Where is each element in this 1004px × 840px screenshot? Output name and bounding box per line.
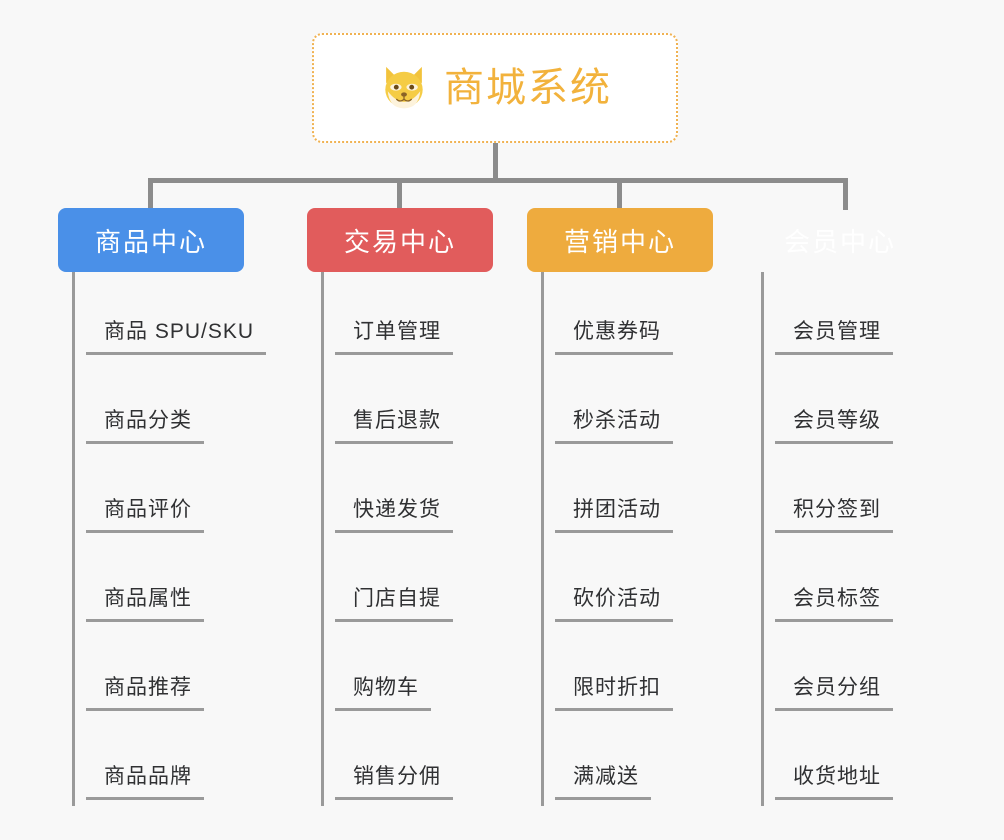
connector-bus-bar bbox=[148, 178, 848, 183]
list-item[interactable]: 门店自提 bbox=[321, 539, 493, 628]
list-item[interactable]: 优惠券码 bbox=[541, 272, 713, 361]
leaf-label: 拼团活动 bbox=[555, 493, 673, 533]
leaf-list-marketing-center: 优惠券码 秒杀活动 拼团活动 砍价活动 限时折扣 满减送 bbox=[527, 272, 713, 806]
leaf-label: 订单管理 bbox=[335, 315, 453, 355]
list-item[interactable]: 销售分佣 bbox=[321, 717, 493, 806]
list-item[interactable]: 满减送 bbox=[541, 717, 713, 806]
leaf-label: 会员标签 bbox=[775, 582, 893, 622]
leaf-label: 售后退款 bbox=[335, 404, 453, 444]
leaf-label: 商品属性 bbox=[86, 582, 204, 622]
list-item[interactable]: 拼团活动 bbox=[541, 450, 713, 539]
root-title: 商城系统 bbox=[444, 66, 612, 110]
branch-header-product-center[interactable]: 商品中心 bbox=[58, 208, 244, 272]
list-item[interactable]: 商品推荐 bbox=[72, 628, 266, 717]
connector-drop-1 bbox=[148, 178, 153, 210]
list-item[interactable]: 商品分类 bbox=[72, 361, 266, 450]
branch-header-trade-center[interactable]: 交易中心 bbox=[307, 208, 493, 272]
leaf-label: 购物车 bbox=[335, 671, 431, 711]
leaf-label: 商品品牌 bbox=[86, 760, 204, 800]
branch-header-member-center[interactable]: 会员中心 bbox=[783, 226, 896, 257]
list-item[interactable]: 商品属性 bbox=[72, 539, 266, 628]
leaf-label: 限时折扣 bbox=[555, 671, 673, 711]
list-item[interactable]: 收货地址 bbox=[761, 717, 933, 806]
list-item[interactable]: 限时折扣 bbox=[541, 628, 713, 717]
shiba-dog-icon bbox=[385, 66, 423, 110]
leaf-label: 商品评价 bbox=[86, 493, 204, 533]
list-item[interactable]: 快递发货 bbox=[321, 450, 493, 539]
list-item[interactable]: 会员标签 bbox=[761, 539, 933, 628]
list-item[interactable]: 商品评价 bbox=[72, 450, 266, 539]
branch-member-center: 会员中心 会员管理 会员等级 积分签到 会员标签 会员分组 收货地址 bbox=[747, 208, 933, 806]
list-item[interactable]: 会员分组 bbox=[761, 628, 933, 717]
leaf-trunk-line bbox=[72, 272, 75, 806]
list-item[interactable]: 购物车 bbox=[321, 628, 493, 717]
list-item[interactable]: 订单管理 bbox=[321, 272, 493, 361]
leaf-label: 商品 SPU/SKU bbox=[86, 315, 267, 355]
list-item[interactable]: 会员等级 bbox=[761, 361, 933, 450]
list-item[interactable]: 商品 SPU/SKU bbox=[72, 272, 267, 361]
leaf-label: 满减送 bbox=[555, 760, 651, 800]
leaf-label: 秒杀活动 bbox=[555, 404, 673, 444]
leaf-label: 收货地址 bbox=[775, 760, 893, 800]
list-item[interactable]: 会员管理 bbox=[761, 272, 933, 361]
leaf-trunk-line bbox=[541, 272, 544, 806]
leaf-list-product-center: 商品 SPU/SKU 商品分类 商品评价 商品属性 商品推荐 商品品牌 bbox=[58, 272, 267, 806]
list-item[interactable]: 秒杀活动 bbox=[541, 361, 713, 450]
leaf-label: 商品推荐 bbox=[86, 671, 204, 711]
branch-trade-center: 交易中心 订单管理 售后退款 快递发货 门店自提 购物车 销售分佣 bbox=[307, 208, 493, 806]
list-item[interactable]: 砍价活动 bbox=[541, 539, 713, 628]
leaf-list-member-center: 会员管理 会员等级 积分签到 会员标签 会员分组 收货地址 bbox=[747, 272, 933, 806]
leaf-list-trade-center: 订单管理 售后退款 快递发货 门店自提 购物车 销售分佣 bbox=[307, 272, 493, 806]
leaf-label: 会员等级 bbox=[775, 404, 893, 444]
list-item[interactable]: 积分签到 bbox=[761, 450, 933, 539]
connector-drop-3 bbox=[617, 178, 622, 210]
leaf-label: 会员分组 bbox=[775, 671, 893, 711]
leaf-label: 积分签到 bbox=[775, 493, 893, 533]
leaf-label: 快递发货 bbox=[335, 493, 453, 533]
leaf-trunk-line bbox=[761, 272, 764, 806]
leaf-label: 优惠券码 bbox=[555, 315, 673, 355]
connector-drop-4 bbox=[843, 178, 848, 210]
branch-marketing-center: 营销中心 优惠券码 秒杀活动 拼团活动 砍价活动 限时折扣 满减送 bbox=[527, 208, 713, 806]
leaf-label: 销售分佣 bbox=[335, 760, 453, 800]
leaf-label: 商品分类 bbox=[86, 404, 204, 444]
leaf-label: 砍价活动 bbox=[555, 582, 673, 622]
leaf-label: 会员管理 bbox=[775, 315, 893, 355]
list-item[interactable]: 售后退款 bbox=[321, 361, 493, 450]
connector-drop-2 bbox=[397, 178, 402, 210]
list-item[interactable]: 商品品牌 bbox=[72, 717, 266, 806]
branch-product-center: 商品中心 商品 SPU/SKU 商品分类 商品评价 商品属性 商品推荐 商品品牌 bbox=[58, 208, 267, 806]
root-node-mall-system[interactable]: 商城系统 bbox=[312, 33, 678, 143]
leaf-label: 门店自提 bbox=[335, 582, 453, 622]
leaf-trunk-line bbox=[321, 272, 324, 806]
connector-root-stem bbox=[493, 143, 498, 181]
branch-header-marketing-center[interactable]: 营销中心 bbox=[527, 208, 713, 272]
